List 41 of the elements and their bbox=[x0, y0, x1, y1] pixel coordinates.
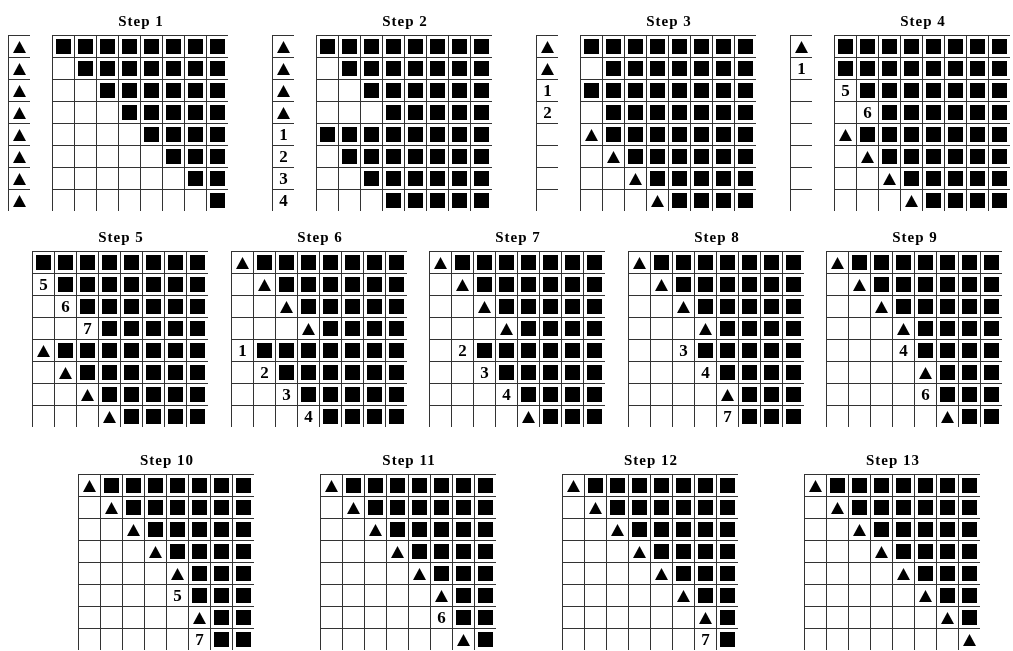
cell-number: 5 bbox=[39, 276, 48, 293]
cell-number: 3 bbox=[679, 342, 688, 359]
step-title: Step 7 bbox=[495, 229, 541, 246]
step-title: Step 11 bbox=[382, 452, 436, 469]
step-title: Step 9 bbox=[892, 229, 938, 246]
cell-number: 7 bbox=[83, 320, 92, 337]
cell-number: 6 bbox=[863, 104, 872, 121]
cell-number: 3 bbox=[279, 170, 288, 187]
cell-number: 4 bbox=[502, 386, 511, 403]
cell-number: 2 bbox=[458, 342, 467, 359]
step-title: Step 3 bbox=[646, 13, 692, 30]
cell-number: 5 bbox=[841, 82, 850, 99]
cell-number: 1 bbox=[543, 82, 552, 99]
cell-number: 1 bbox=[797, 60, 806, 77]
step-title: Step 5 bbox=[98, 229, 144, 246]
step-title: Step 6 bbox=[297, 229, 343, 246]
cell-number: 4 bbox=[899, 342, 908, 359]
step-title: Step 1 bbox=[118, 13, 164, 30]
step-title: Step 8 bbox=[694, 229, 740, 246]
cell-number: 4 bbox=[279, 192, 288, 209]
cell-number: 1 bbox=[279, 126, 288, 143]
cell-number: 2 bbox=[543, 104, 552, 121]
step-title: Step 13 bbox=[865, 452, 921, 469]
cell-number: 6 bbox=[61, 298, 70, 315]
cell-number: 1 bbox=[238, 342, 247, 359]
step-title: Step 12 bbox=[623, 452, 679, 469]
cell-number: 7 bbox=[195, 631, 204, 648]
cell-number: 3 bbox=[282, 386, 291, 403]
cell-number: 6 bbox=[921, 386, 930, 403]
cell-number: 7 bbox=[723, 408, 732, 425]
cell-number: 4 bbox=[701, 364, 710, 381]
cell-number: 2 bbox=[260, 364, 269, 381]
step-title: Step 4 bbox=[900, 13, 946, 30]
step-title: Step 10 bbox=[139, 452, 195, 469]
cell-number: 2 bbox=[279, 148, 288, 165]
cell-number: 4 bbox=[304, 408, 313, 425]
cell-number: 3 bbox=[480, 364, 489, 381]
step-title: Step 2 bbox=[382, 13, 428, 30]
cell-number: 7 bbox=[701, 631, 710, 648]
cell-number: 5 bbox=[173, 587, 182, 604]
cell-number: 6 bbox=[437, 609, 446, 626]
